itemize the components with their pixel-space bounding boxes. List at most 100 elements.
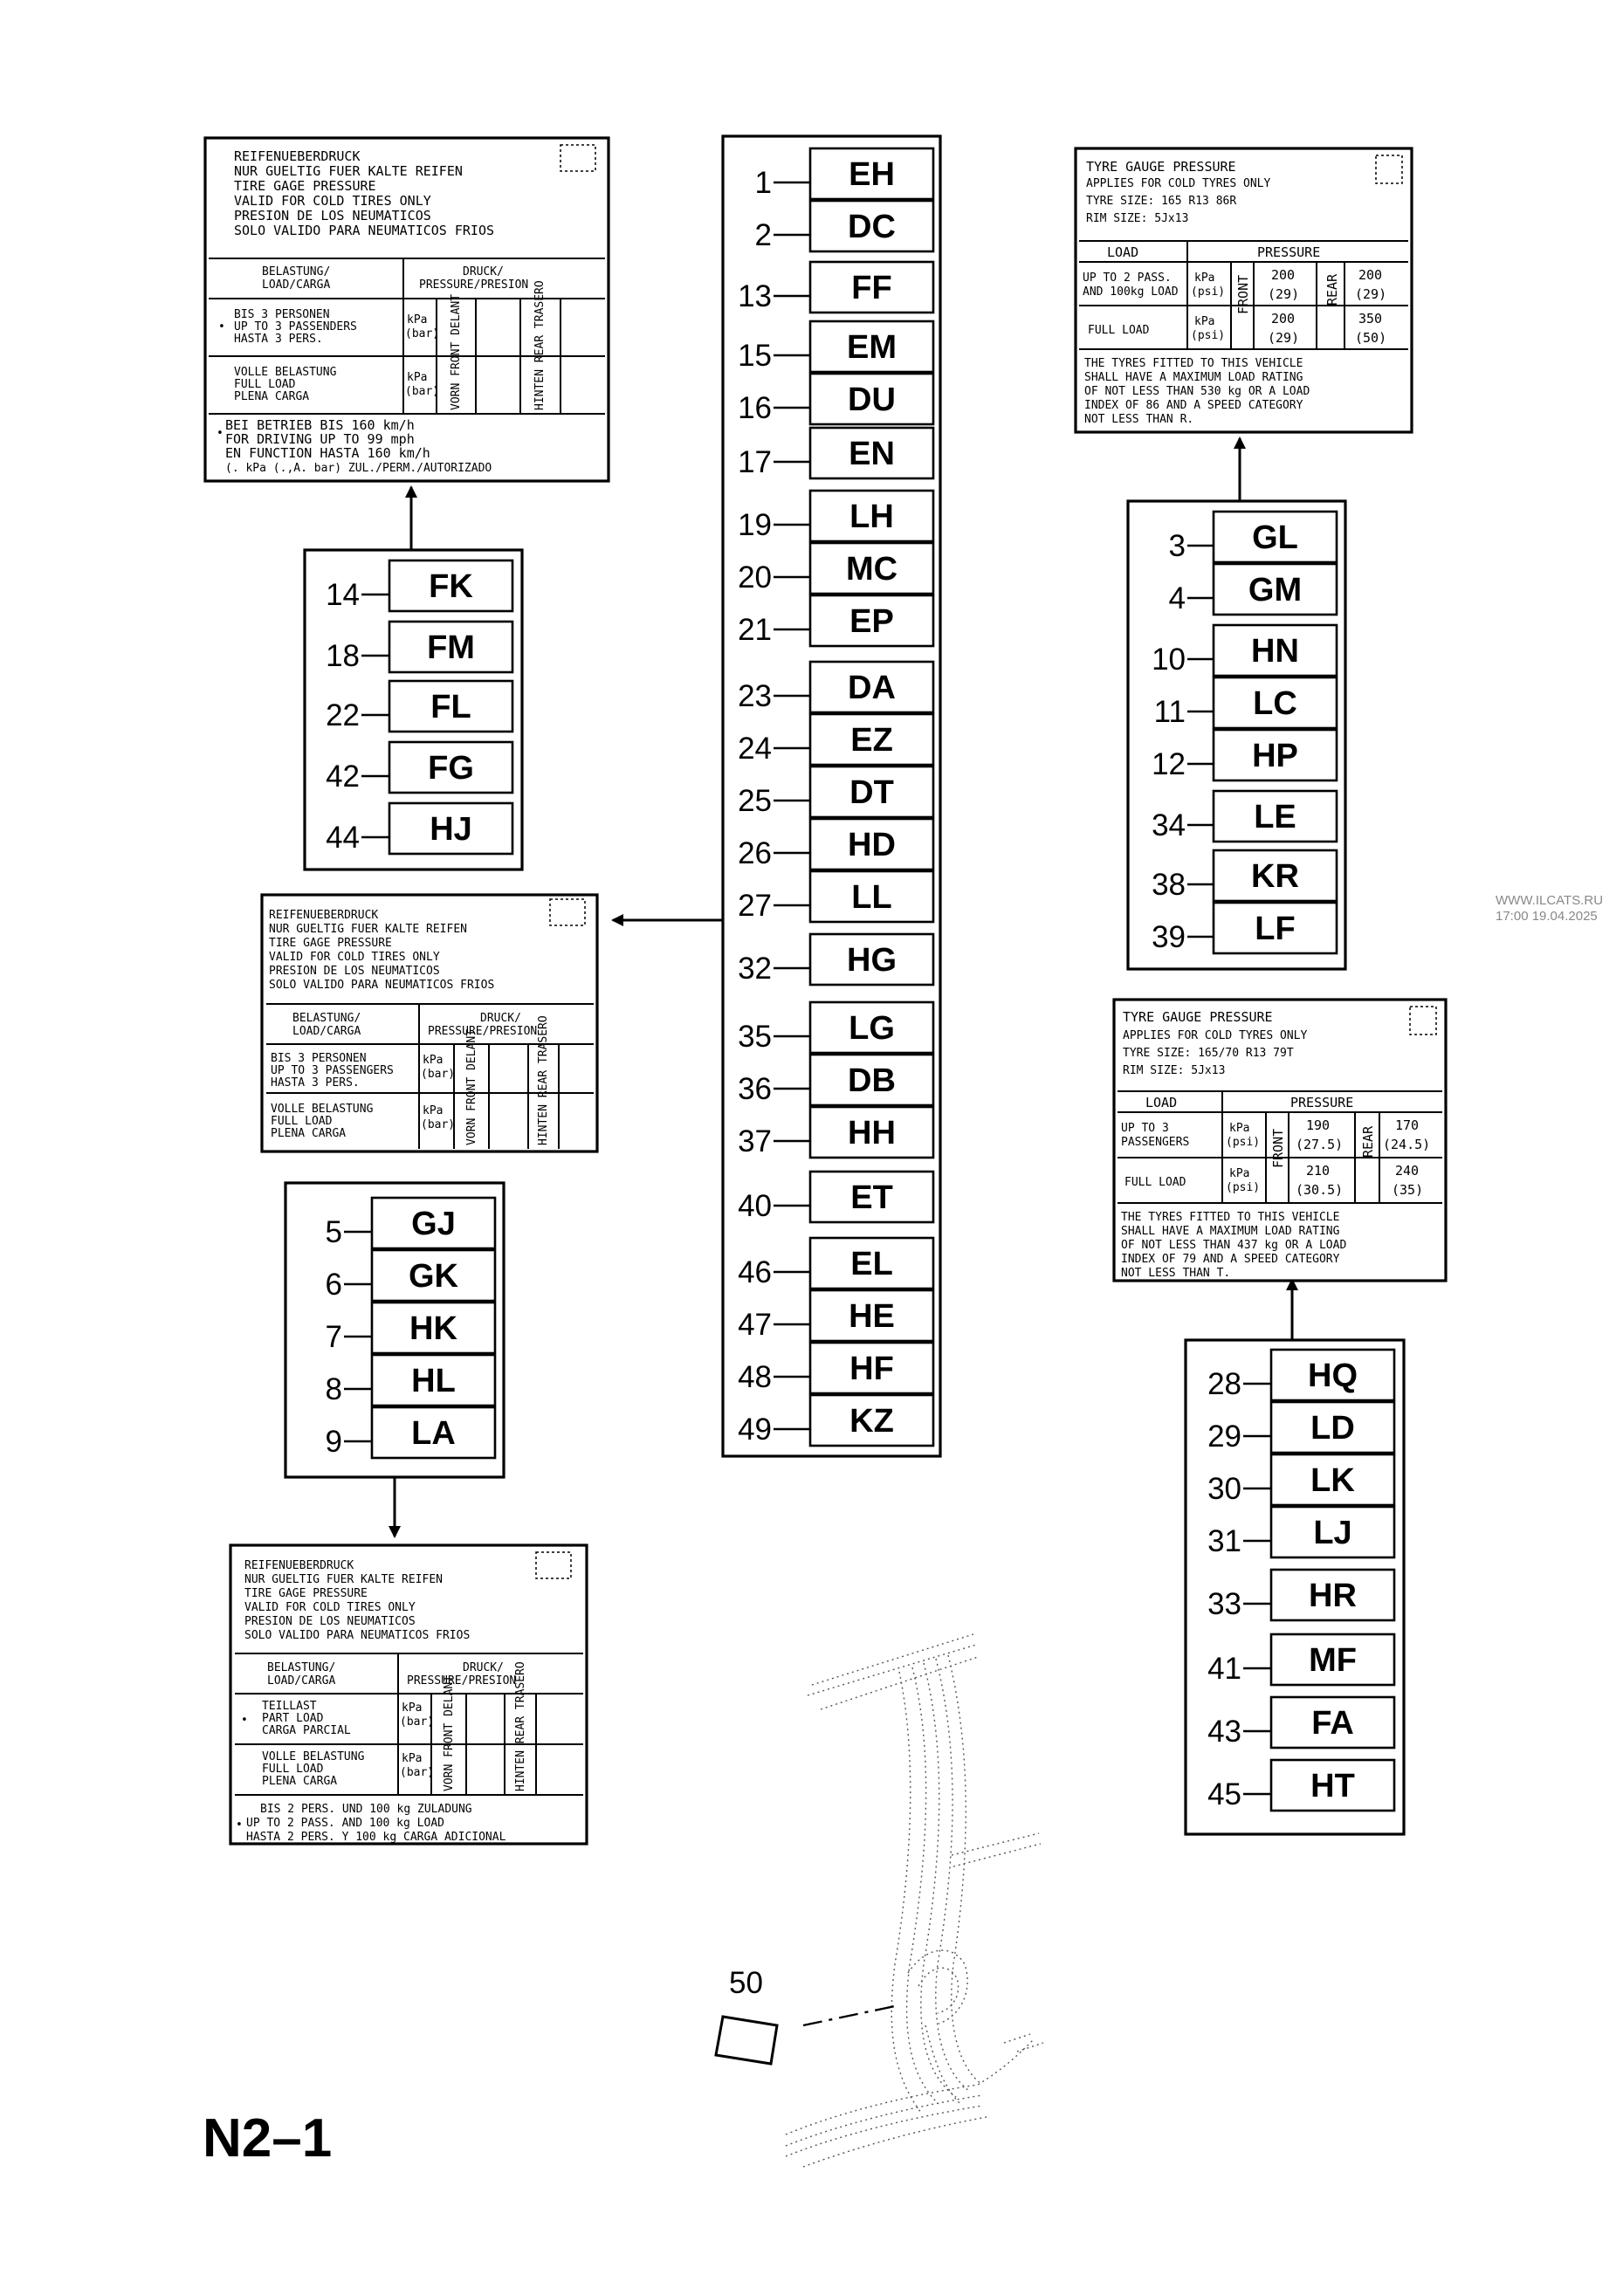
code-box [370,1196,497,1250]
svg-text:VORN FRONT DELANT: VORN FRONT DELANT [465,1029,478,1145]
part-code: HH [848,1115,896,1151]
part-code: HT [1310,1768,1355,1804]
tyre-label-e: TYRE GAUGE PRESSURE APPLIES FOR COLD TYR… [1112,998,1448,1282]
code-box [808,1393,935,1447]
code-box [808,1289,935,1343]
part-code: EL [850,1246,893,1282]
part-number: 3 [1169,529,1186,563]
code-box [808,489,935,543]
part-row: LA9 [326,1406,497,1460]
code-box [1212,789,1338,843]
svg-text:INDEX OF 86 AND A SPEED CATEGO: INDEX OF 86 AND A SPEED CATEGORY [1084,399,1303,412]
part-code: LC [1253,685,1297,722]
code-box [1212,676,1338,730]
part-number: 12 [1152,747,1186,781]
part-number: 38 [1152,868,1186,902]
svg-text:170: 170 [1395,1117,1419,1133]
svg-text:HINTEN REAR TRASERO: HINTEN REAR TRASERO [533,280,547,410]
svg-text:FRONT: FRONT [1235,275,1251,314]
svg-text:HINTEN REAR TRASERO: HINTEN REAR TRASERO [514,1661,527,1791]
part-row: HL8 [326,1353,497,1407]
svg-text:190: 190 [1306,1117,1330,1133]
part-code: DU [848,382,896,418]
svg-text:kPa: kPa [1229,1167,1249,1180]
part-code: DT [849,774,894,811]
part-number: 37 [738,1124,772,1158]
svg-text:VOLLE BELASTUNG: VOLLE BELASTUNG [262,1750,365,1763]
code-box [808,594,935,648]
part-number: 24 [738,732,772,766]
code-box [808,372,935,426]
part-row: HH 37 [738,1105,935,1159]
part-number: 22 [326,698,360,732]
svg-text:PRESSURE/PRESION: PRESSURE/PRESION [419,278,528,292]
svg-text:PRESION DE LOS NEUMATICOS: PRESION DE LOS NEUMATICOS [234,208,431,223]
part-code: FF [851,270,891,306]
part-number: 8 [326,1372,342,1406]
part-code: FG [428,750,474,787]
part-number: 47 [738,1308,772,1342]
part-code: HQ [1308,1358,1358,1394]
svg-text:LOAD: LOAD [1145,1095,1177,1110]
part-number: 18 [326,639,360,673]
part-code: HD [848,827,896,863]
part-number: 31 [1207,1524,1241,1558]
svg-text:•: • [236,1818,243,1832]
center-column: EH1DC2FF13EM15DU16EN17LH19MC20EP21DA23EZ… [738,147,935,1447]
svg-text:EN FUNCTION HASTA 160 km/h: EN FUNCTION HASTA 160 km/h [225,445,430,461]
part-code: HJ [430,811,472,848]
part-number: 43 [1207,1715,1241,1749]
svg-text:(27.5): (27.5) [1296,1137,1343,1152]
part-number: 29 [1207,1420,1241,1454]
code-box [1269,1348,1396,1402]
svg-text:TIRE GAGE PRESSURE: TIRE GAGE PRESSURE [234,178,376,194]
svg-text:kPa: kPa [423,1054,443,1067]
svg-text:LOAD/CARGA: LOAD/CARGA [292,1025,361,1038]
part-number: 26 [738,836,772,870]
part-code: LD [1310,1410,1355,1447]
svg-text:NOT LESS THAN R.: NOT LESS THAN R. [1084,413,1193,426]
svg-text:PRESSURE: PRESSURE [1257,244,1320,260]
svg-text:kPa: kPa [402,1752,422,1765]
part-code: HE [849,1298,895,1335]
part-number: 9 [326,1425,342,1459]
part-code: EM [847,329,897,366]
svg-text:TYRE GAUGE PRESSURE: TYRE GAUGE PRESSURE [1123,1009,1273,1025]
part-code: EH [849,156,895,193]
svg-text:NUR GUELTIG FUER KALTE REIFEN: NUR GUELTIG FUER KALTE REIFEN [269,923,467,936]
code-box [808,870,935,924]
part-number: 2 [755,218,772,252]
svg-text:PASSENGERS: PASSENGERS [1121,1136,1189,1149]
svg-text:HASTA 2 PERS. Y 100 kg CARGA A: HASTA 2 PERS. Y 100 kg CARGA ADICIONAL [246,1831,506,1844]
part-number: 42 [326,760,360,794]
svg-text:(29): (29) [1268,286,1299,302]
svg-text:VORN FRONT DELANT: VORN FRONT DELANT [450,294,463,410]
svg-text:(bar): (bar) [421,1118,455,1131]
svg-text:(psi): (psi) [1191,285,1225,299]
code-box [388,740,514,794]
svg-text:SOLO VALIDO PARA NEUMATICOS FR: SOLO VALIDO PARA NEUMATICOS FRIOS [234,223,494,238]
svg-text:(psi): (psi) [1226,1136,1260,1149]
svg-text:BELASTUNG/: BELASTUNG/ [292,1012,361,1025]
svg-text:THE TYRES FITTED TO THIS VEHIC: THE TYRES FITTED TO THIS VEHICLE [1121,1211,1339,1224]
svg-text:•: • [217,427,224,440]
part-code: MC [846,551,897,588]
svg-text:FULL LOAD: FULL LOAD [234,378,296,391]
svg-text:RIM SIZE: 5Jx13: RIM SIZE: 5Jx13 [1086,212,1188,225]
svg-text:VALID FOR COLD TIRES ONLY: VALID FOR COLD TIRES ONLY [269,951,440,964]
part-number: 32 [738,952,772,986]
part-code: HP [1252,738,1298,774]
part-number: 45 [1207,1777,1241,1811]
